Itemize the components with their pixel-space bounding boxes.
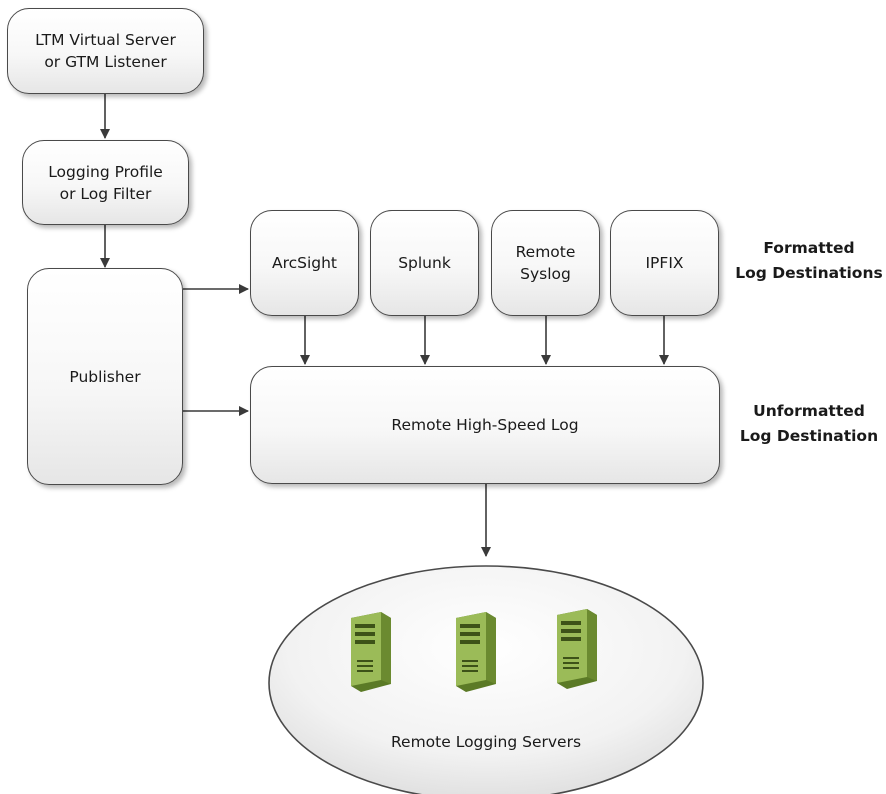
server-icon xyxy=(452,608,498,694)
node-logging-profile-label: Logging Profile or Log Filter xyxy=(48,162,163,203)
node-splunk: Splunk xyxy=(370,210,479,316)
node-virtual-server: LTM Virtual Server or GTM Listener xyxy=(7,8,204,94)
node-splunk-label: Splunk xyxy=(398,254,451,272)
node-remote-logging-servers-label: Remote Logging Servers xyxy=(390,733,582,751)
node-remote-hsl: Remote High-Speed Log xyxy=(250,366,720,484)
node-publisher-label: Publisher xyxy=(69,367,141,386)
node-remote-syslog: Remote Syslog xyxy=(491,210,600,316)
node-logging-profile: Logging Profile or Log Filter xyxy=(22,140,189,225)
node-ipfix: IPFIX xyxy=(610,210,719,316)
node-publisher: Publisher xyxy=(27,268,183,485)
node-ipfix-label: IPFIX xyxy=(645,254,684,272)
node-remote-syslog-label: Remote Syslog xyxy=(515,243,576,283)
server-icon xyxy=(347,608,393,694)
server-icon xyxy=(553,605,599,691)
node-remote-hsl-label: Remote High-Speed Log xyxy=(391,416,579,434)
label-unformatted-destination: Unformatted Log Destination xyxy=(739,402,879,445)
node-arcsight: ArcSight xyxy=(250,210,359,316)
node-virtual-server-label: LTM Virtual Server or GTM Listener xyxy=(35,31,176,71)
node-arcsight-label: ArcSight xyxy=(271,254,338,272)
label-formatted-destinations: Formatted Log Destinations xyxy=(735,239,883,282)
